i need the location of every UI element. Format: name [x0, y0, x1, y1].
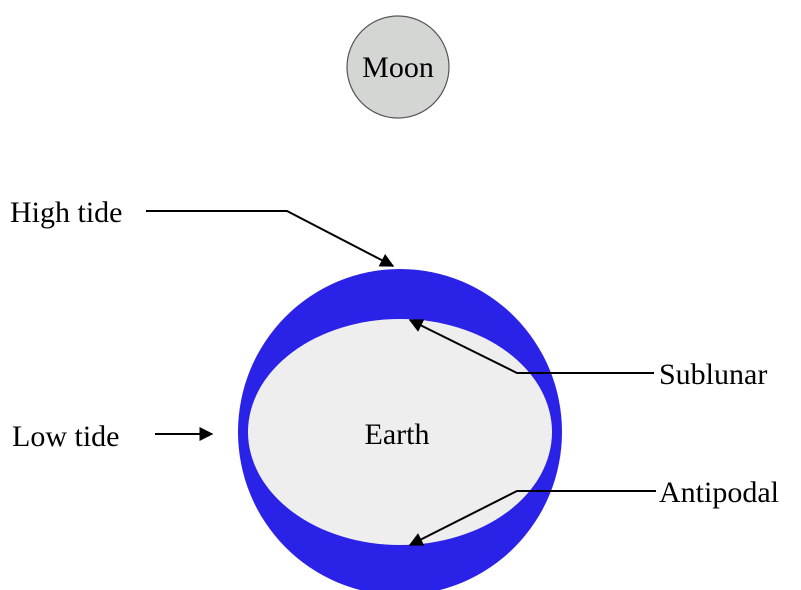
sublunar-label: Sublunar: [659, 358, 767, 391]
earth-label: Earth: [365, 418, 430, 451]
low-tide-label: Low tide: [12, 420, 119, 453]
low-tide-callout: Low tide: [12, 420, 212, 453]
moon-label: Moon: [362, 51, 434, 84]
antipodal-label: Antipodal: [659, 476, 779, 509]
high-tide-callout: High tide: [10, 196, 393, 266]
high-tide-label: High tide: [10, 196, 123, 229]
earth: Earth: [238, 269, 562, 590]
high-tide-arrow: [146, 211, 393, 266]
moon: Moon: [347, 16, 449, 118]
